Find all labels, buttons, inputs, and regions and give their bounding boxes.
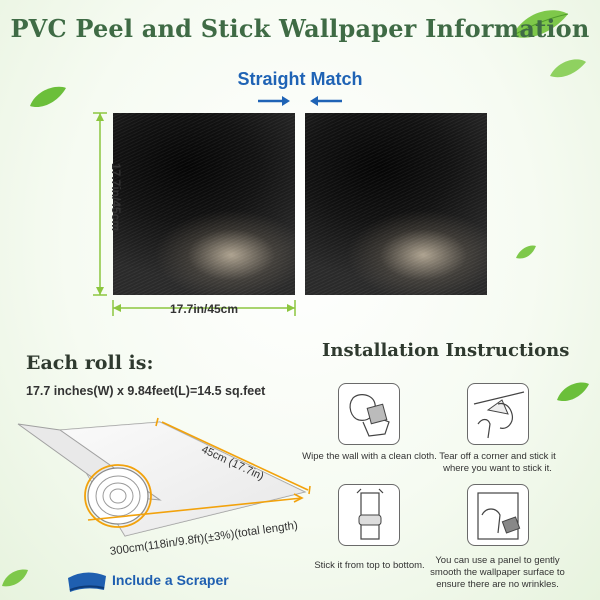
- leaf-icon: [511, 10, 569, 38]
- dimension-lines: [93, 112, 296, 316]
- roll-title: Each roll is:: [26, 352, 154, 374]
- page-title: PVC Peel and Stick Wallpaper Information: [10, 14, 590, 43]
- step-2-image: [467, 383, 529, 445]
- wallpaper-roll-icon: [17, 417, 311, 537]
- leaf-icon: [2, 569, 28, 587]
- wallpaper-panel-left: [113, 113, 295, 295]
- arrow-right-icon: [258, 96, 290, 106]
- roll-description: 17.7 inches(W) x 9.84feet(L)=14.5 sq.fee…: [26, 384, 266, 398]
- step-4-image: [467, 484, 529, 546]
- step-3-text: Stick it from top to bottom.: [314, 560, 425, 571]
- installation-title: Installation Instructions: [322, 340, 570, 361]
- step-4-text: You can use a panel to gently smooth the…: [430, 555, 565, 590]
- step-1-text: Wipe the wall with a clean cloth.: [302, 451, 437, 462]
- straight-match-label: Straight Match: [237, 69, 363, 89]
- leaf-icon: [516, 245, 536, 259]
- scraper-icon: [68, 572, 106, 592]
- smooth-panel-icon: [477, 492, 521, 540]
- leaf-icon: [557, 382, 589, 402]
- width-dimension: 17.7in/45cm: [169, 302, 239, 316]
- wallpaper-panel-right: [305, 113, 487, 295]
- arrow-left-icon: [310, 96, 342, 106]
- scraper-label: Include a Scraper: [112, 572, 229, 588]
- height-dimension: 17.7in/45cm: [109, 162, 123, 232]
- peel-corner-icon: [473, 391, 525, 439]
- wipe-cloth-icon: [349, 394, 390, 437]
- leaf-icon: [550, 59, 586, 78]
- step-3-image: [338, 484, 400, 546]
- stick-top-down-icon: [356, 488, 384, 540]
- step-1-image: [338, 383, 400, 445]
- step-2-text: Tear off a corner and stick it where you…: [439, 451, 556, 474]
- leaf-icon: [30, 86, 66, 108]
